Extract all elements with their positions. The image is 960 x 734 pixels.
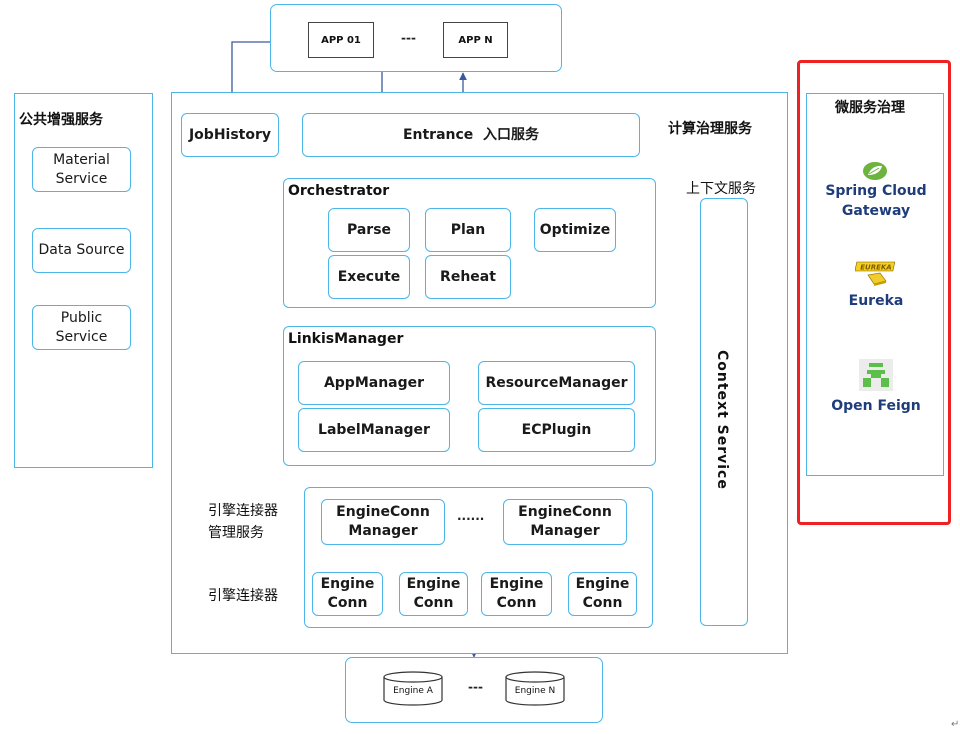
eureka-label: Eureka xyxy=(848,293,904,309)
job-history-box[interactable]: JobHistory xyxy=(181,113,279,157)
execute-box[interactable]: Execute xyxy=(328,255,410,299)
reheat-box[interactable]: Reheat xyxy=(425,255,511,299)
engine-conn-manager-label: 引擎连接器 管理服务 xyxy=(208,503,278,541)
eureka-gold-icon: EUREKA xyxy=(855,261,896,286)
engine-conn-box[interactable]: Engine Conn xyxy=(399,572,468,616)
engine-n-cylinder-icon[interactable] xyxy=(505,671,565,707)
orchestrator-title: Orchestrator xyxy=(288,183,390,199)
engine-conn-manager-box[interactable]: EngineConn Manager xyxy=(321,499,445,545)
engine-conn-box[interactable]: Engine Conn xyxy=(481,572,552,616)
svg-text:EUREKA: EUREKA xyxy=(860,264,891,272)
public-services-title: 公共增强服务 xyxy=(19,112,103,128)
parse-box[interactable]: Parse xyxy=(328,208,410,252)
entrance-box[interactable]: Entrance 入口服务 xyxy=(302,113,640,157)
engine-a-label: Engine A xyxy=(393,686,433,696)
spring-cloud-gateway-label: Spring Cloud Gateway xyxy=(825,183,927,219)
microservice-highlight-frame xyxy=(797,60,951,525)
return-mark: ↵ xyxy=(951,719,960,730)
material-service-box[interactable]: Material Service xyxy=(32,147,131,192)
microservice-title: 微服务治理 xyxy=(835,100,905,116)
compute-governance-title: 计算治理服务 xyxy=(668,121,752,137)
context-service-cn-label: 上下文服务 xyxy=(686,181,756,197)
context-service-label: Context Service xyxy=(714,350,730,490)
label-manager-box[interactable]: LabelManager xyxy=(298,408,450,452)
arrow-apps-to-jobhistory xyxy=(228,41,271,114)
engine-conn-box[interactable]: Engine Conn xyxy=(312,572,383,616)
ecm-separator: ...... xyxy=(457,509,485,523)
app-box[interactable]: APP N xyxy=(443,22,508,58)
engine-conn-box[interactable]: Engine Conn xyxy=(568,572,637,616)
engine-conn-label: 引擎连接器 xyxy=(208,588,278,604)
apps-separator: --- xyxy=(401,31,416,45)
app-manager-box[interactable]: AppManager xyxy=(298,361,450,405)
optimize-box[interactable]: Optimize xyxy=(534,208,616,252)
plan-box[interactable]: Plan xyxy=(425,208,511,252)
context-service-box[interactable] xyxy=(700,198,748,626)
resource-manager-box[interactable]: ResourceManager xyxy=(478,361,635,405)
engine-conn-manager-box[interactable]: EngineConn Manager xyxy=(503,499,627,545)
data-source-box[interactable]: Data Source xyxy=(32,228,131,273)
open-feign-label: Open Feign xyxy=(831,398,921,414)
ec-plugin-box[interactable]: ECPlugin xyxy=(478,408,635,452)
openfeign-icon xyxy=(859,359,893,391)
linkis-manager-title: LinkisManager xyxy=(288,331,404,347)
engine-n-label: Engine N xyxy=(514,686,556,696)
app-box[interactable]: APP 01 xyxy=(308,22,374,58)
engine-a-cylinder-icon[interactable] xyxy=(383,671,443,707)
engines-separator: --- xyxy=(468,680,483,694)
spring-leaf-icon xyxy=(863,162,887,180)
public-service-box[interactable]: Public Service xyxy=(32,305,131,350)
